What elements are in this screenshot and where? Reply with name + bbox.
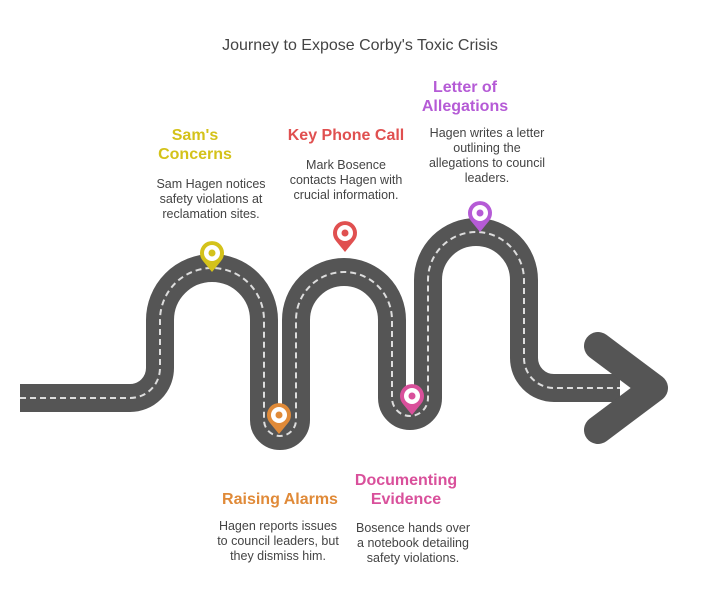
stage-title-key-phone-call: Key Phone Call [287, 127, 405, 144]
stage-title-raising-alarms: Raising Alarms [222, 491, 338, 508]
stage-desc-letter-of-allegations: Hagen writes a letter outlining the alle… [428, 126, 546, 185]
stage-desc-documenting-evidence: Bosence hands over a notebook detailing … [356, 521, 470, 565]
arrow-head-icon [584, 332, 668, 444]
map-pin-icon-letter-of-allegations [468, 201, 492, 232]
stage-desc-key-phone-call: Mark Bosence contacts Hagen with crucial… [289, 158, 403, 202]
map-pin-icon-sams-concerns [199, 241, 225, 272]
stage-title-letter-of-allegations: Letter of Allegations [421, 79, 509, 115]
stage-title-sams-concerns: Sam's Concerns [158, 127, 232, 163]
stage-desc-sams-concerns: Sam Hagen notices safety violations at r… [156, 177, 266, 221]
map-pin-icon-raising-alarms [266, 403, 291, 434]
map-pin-icon-documenting-evidence [400, 384, 425, 415]
map-pin-icon-key-phone-call [332, 221, 357, 252]
stage-title-documenting-evidence: Documenting Evidence [354, 472, 458, 508]
stage-desc-raising-alarms: Hagen reports issues to council leaders,… [217, 519, 339, 563]
diagram-title: Journey to Expose Corby's Toxic Crisis [222, 37, 498, 54]
